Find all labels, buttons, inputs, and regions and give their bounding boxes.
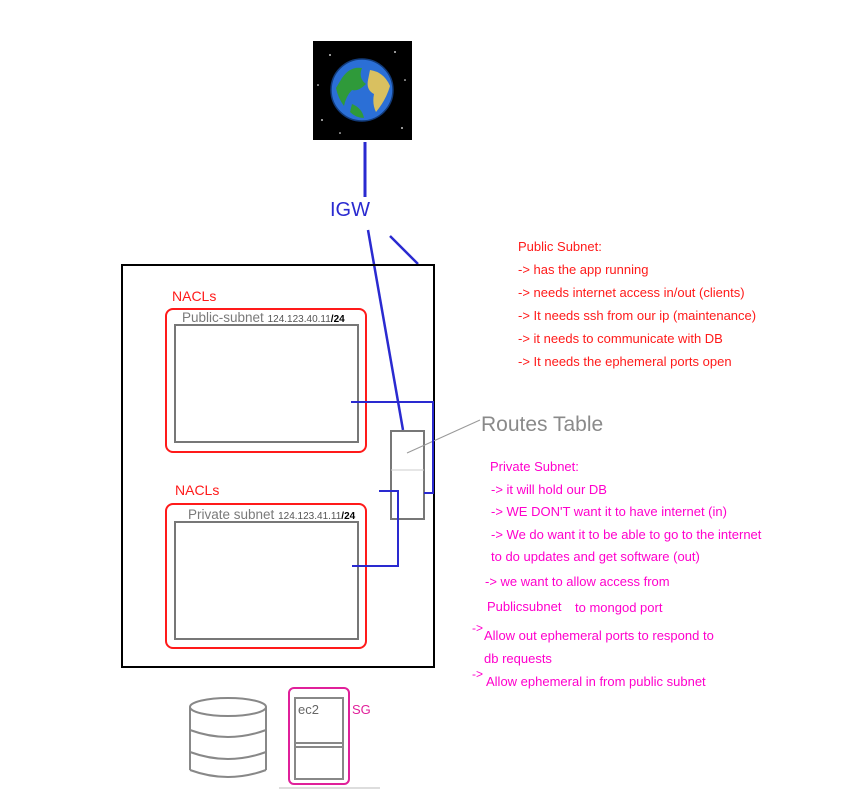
private-notes-line: -> it will hold our DB (491, 482, 607, 497)
private-notes-line: -> WE DON'T want it to have internet (in… (491, 504, 727, 519)
private-subnet-cidr: 124.123.41.11 (278, 511, 342, 522)
sg-label: SG (352, 702, 371, 717)
ec2-instance-icon (294, 697, 344, 780)
private-subnet-box (174, 521, 359, 640)
ec2-label: ec2 (298, 702, 319, 717)
igw-route-line (366, 229, 405, 431)
public-nacl-box (165, 308, 367, 453)
public-notes-title: Public Subnet: (518, 239, 602, 254)
public-subnet-cidr: 124.123.40.11 (267, 314, 331, 325)
public-notes-line: -> needs internet access in/out (clients… (518, 285, 745, 300)
private-notes-line: Publicsubnet (487, 599, 562, 614)
private-notes-title: Private Subnet: (490, 459, 579, 474)
public-notes-line: -> It needs ssh from our ip (maintenance… (518, 308, 757, 323)
private-subnet-title: Private subnet 124.123.41.11/24 (188, 507, 355, 522)
route-table-box (390, 430, 425, 520)
private-nacl-box (165, 503, 367, 649)
internet-globe-icon (313, 41, 412, 140)
private-notes-line: -> We do want it to be able to go to the… (491, 527, 762, 542)
public-nacl-label: NACLs (172, 288, 217, 304)
public-subnet-mask: /24 (330, 314, 345, 325)
public-route-line (351, 401, 434, 494)
private-route-line (352, 491, 399, 567)
database-icon (189, 697, 267, 778)
public-subnet-name: Public-subnet (182, 310, 264, 325)
private-notes-arrow: -> (472, 667, 484, 681)
public-notes-line: -> has the app running (518, 262, 649, 277)
private-notes-line: to do updates and get software (out) (491, 549, 700, 564)
private-notes-line: Allow ephemeral in from public subnet (486, 674, 706, 689)
security-group-box (288, 687, 350, 785)
public-subnet-title: Public-subnet 124.123.40.11/24 (182, 310, 345, 325)
routes-table-pointer (406, 419, 481, 454)
igw-vpc-line (389, 235, 419, 265)
routes-table-label: Routes Table (481, 413, 604, 436)
igw-label: IGW (330, 199, 370, 221)
private-subnet-mask: /24 (341, 511, 356, 522)
public-notes-line: -> It needs the ephemeral ports open (518, 354, 732, 369)
public-subnet-box (174, 324, 359, 443)
private-subnet-name: Private subnet (188, 507, 275, 522)
public-notes-line: -> it needs to communicate with DB (518, 331, 723, 346)
private-nacl-label: NACLs (175, 482, 220, 498)
private-notes-line: db requests (484, 651, 552, 666)
private-notes-arrow: -> (472, 621, 484, 635)
private-notes-line: to mongod port (575, 600, 663, 615)
private-notes-line: Allow out ephemeral ports to respond to (484, 628, 714, 643)
public-notes: Public Subnet: -> has the app running ->… (518, 235, 756, 373)
private-notes-line: -> we want to allow access from (485, 574, 670, 589)
